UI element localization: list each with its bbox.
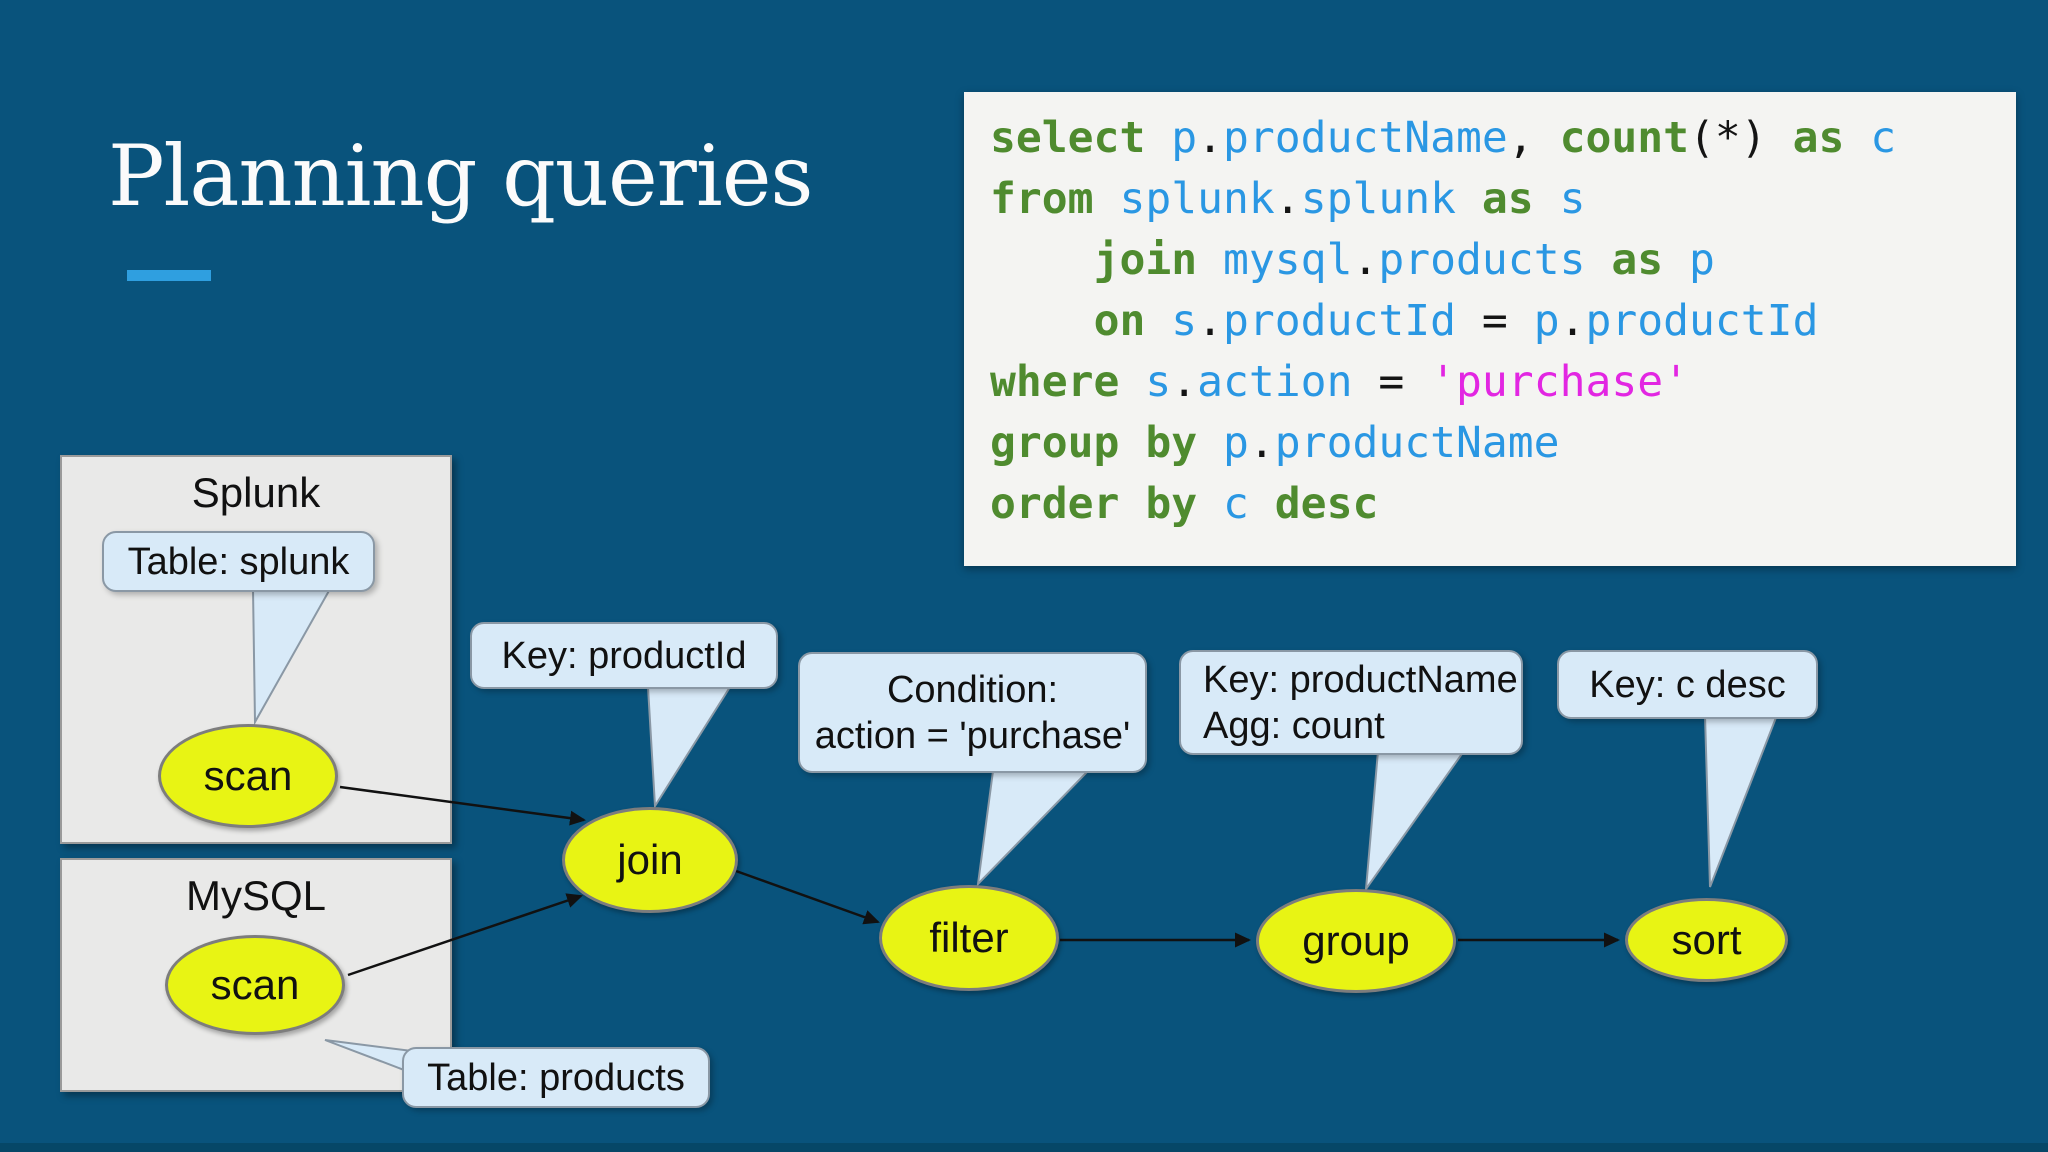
node-filter: filter [879, 885, 1059, 991]
callout-key-productid: Key: productId [470, 622, 778, 689]
splunk-box-title: Splunk [191, 469, 321, 516]
callout-tail-table-products [324, 1039, 413, 1075]
callout-table-products: Table: products [402, 1047, 710, 1108]
callout-tail-condition [976, 770, 1091, 887]
callout-condition: Condition: action = 'purchase' [798, 652, 1147, 773]
callout-group-line1: Key: productName [1203, 658, 1518, 701]
callout-tail-key-cdesc [1703, 714, 1779, 888]
sql-code-block: select p.productName, count(*) as c from… [964, 92, 2016, 566]
callout-key-productid-text: Key: productId [501, 634, 747, 677]
arrow-join-to-filter [735, 869, 880, 925]
callout-key-cdesc-text: Key: c desc [1589, 663, 1786, 706]
arrow-mysql-scan-to-join [347, 893, 583, 977]
callout-condition-line2: action = 'purchase' [814, 714, 1131, 757]
node-join: join [562, 807, 738, 913]
callout-tail-table-splunk [251, 588, 332, 726]
node-scan-splunk: scan [158, 724, 338, 828]
node-scan-mysql: scan [165, 935, 345, 1035]
callout-table-products-text: Table: products [427, 1056, 685, 1099]
callout-table-splunk: Table: splunk [102, 531, 375, 592]
callout-tail-group [1364, 750, 1466, 893]
callout-tail-key-productid [646, 686, 732, 810]
arrow-splunk-scan-to-join [339, 785, 586, 826]
node-sort: sort [1625, 898, 1788, 982]
callout-condition-line1: Condition: [886, 668, 1059, 711]
node-group: group [1256, 889, 1456, 993]
callout-key-cdesc: Key: c desc [1557, 650, 1818, 719]
page-title: Planning queries [108, 127, 814, 225]
mysql-source-box: MySQL [60, 858, 452, 1092]
mysql-box-title: MySQL [185, 872, 327, 919]
callout-group-keys: Key: productName Agg: count [1179, 650, 1523, 755]
title-underline [127, 270, 211, 281]
callout-group-line2: Agg: count [1203, 704, 1385, 747]
callout-table-splunk-text: Table: splunk [127, 540, 350, 583]
bottom-edge-strip [0, 1143, 2048, 1152]
